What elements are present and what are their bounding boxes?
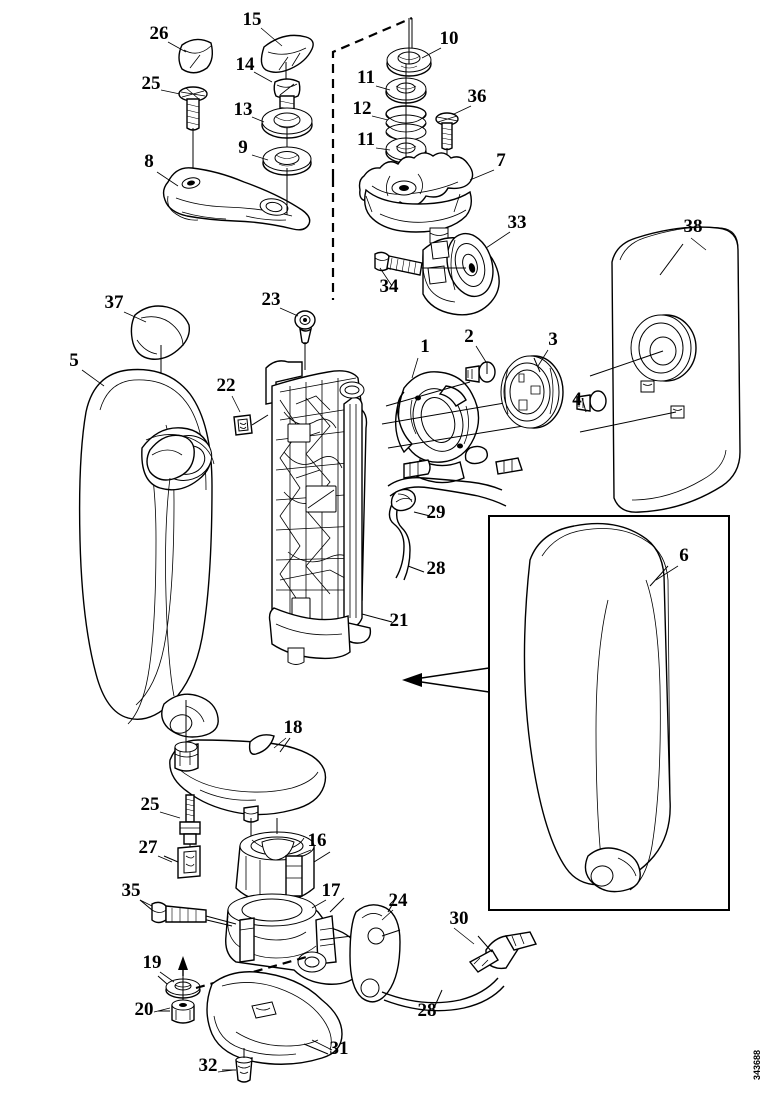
part-19-washer-base-upper — [157, 962, 201, 1018]
part-8-upper-arm-support — [162, 167, 311, 231]
callout-28b: 28 — [418, 1000, 437, 1021]
part-23-pivot-stud — [294, 310, 316, 370]
callout-1: 1 — [420, 336, 430, 357]
detail-inset-part-6 — [402, 515, 730, 911]
callout-22: 22 — [217, 375, 236, 396]
part-7-upper-pivot-bracket — [358, 152, 474, 247]
callout-34: 34 — [380, 276, 400, 297]
callout-25: 25 — [142, 73, 161, 94]
svg-text:343688: 343688 — [752, 1050, 762, 1080]
callout-23: 23 — [262, 289, 281, 310]
callout-4: 4 — [572, 389, 582, 410]
callout-38: 38 — [684, 216, 703, 237]
callout-27: 27 — [139, 837, 159, 858]
part-21-internal-frame-carrier — [265, 360, 393, 665]
part-32-plug-base — [222, 1048, 253, 1083]
callout-30: 30 — [450, 908, 469, 929]
part-38-mirror-glass-panel — [579, 226, 741, 513]
callout-31: 31 — [330, 1038, 349, 1059]
callout-7: 7 — [496, 150, 506, 171]
callout-11b: 11 — [357, 129, 375, 150]
callout-2: 2 — [464, 326, 474, 347]
callout-24: 24 — [389, 890, 409, 911]
part-20-nut-base-lower — [158, 999, 195, 1024]
part-17-base-swivel-bracket — [189, 893, 369, 985]
part-33-detent-gear-housing — [422, 232, 500, 316]
part-2-screw-motor-upper — [465, 361, 496, 383]
part-18-lower-arm — [169, 700, 327, 840]
callout-8: 8 — [144, 151, 154, 172]
callout-14: 14 — [236, 54, 256, 75]
part-24-mounting-plate-gasket — [349, 897, 401, 1003]
callout-18: 18 — [284, 717, 303, 738]
callout-20: 20 — [135, 999, 154, 1020]
part-35-bolt-base — [139, 899, 237, 925]
part-26-cap-plug — [178, 38, 214, 74]
callout-15: 15 — [243, 9, 262, 30]
part-16-pivot-collar — [235, 818, 331, 930]
callout-9: 9 — [238, 137, 248, 158]
callout-29: 29 — [427, 502, 446, 523]
callout-37: 37 — [105, 292, 125, 313]
callout-33: 33 — [508, 212, 527, 233]
part-15-cover-cap — [260, 34, 314, 82]
callout-32: 32 — [199, 1055, 218, 1076]
callout-5: 5 — [69, 350, 79, 371]
callout-26: 26 — [150, 23, 169, 44]
callout-10: 10 — [440, 28, 459, 49]
callout-12: 12 — [353, 98, 372, 119]
drawing-number: 343688 — [752, 1050, 762, 1080]
part-30-electrical-connector — [381, 931, 538, 1012]
part-9-washer-lower — [262, 146, 312, 215]
part-22-retaining-clip — [233, 414, 269, 436]
callout-13: 13 — [234, 99, 253, 120]
part-28-29-wiring-harness — [387, 445, 523, 581]
part-34-bolt-detent — [374, 251, 466, 276]
callout-25b: 25 — [141, 794, 160, 815]
callout-leader-lines — [81, 27, 707, 1073]
callout-36: 36 — [468, 86, 487, 107]
callout-16: 16 — [308, 830, 327, 851]
callout-35: 35 — [122, 880, 141, 901]
part-3-mirror-drive-motor — [500, 355, 564, 429]
part-10-cap-nut — [386, 18, 432, 77]
part-27-clip-lower — [163, 845, 201, 879]
callout-11: 11 — [357, 67, 375, 88]
part-25-screw-upper — [178, 86, 208, 205]
callout-19: 19 — [143, 952, 162, 973]
callout-28: 28 — [427, 558, 446, 579]
callout-3: 3 — [548, 329, 558, 350]
part-31-base-cover-trim — [206, 971, 343, 1065]
callout-labels: 1 2 3 4 5 6 7 8 9 10 11 12 11 13 14 15 1… — [69, 9, 702, 1076]
callout-21: 21 — [390, 610, 409, 631]
part-5-mirror-housing-left — [78, 368, 219, 738]
callout-6: 6 — [679, 545, 689, 566]
part-25b-screw-lower — [179, 794, 201, 865]
callout-17: 17 — [322, 880, 342, 901]
part-4-screw-motor-lower — [576, 390, 607, 413]
part-1-motor-bracket-frame — [381, 371, 549, 484]
